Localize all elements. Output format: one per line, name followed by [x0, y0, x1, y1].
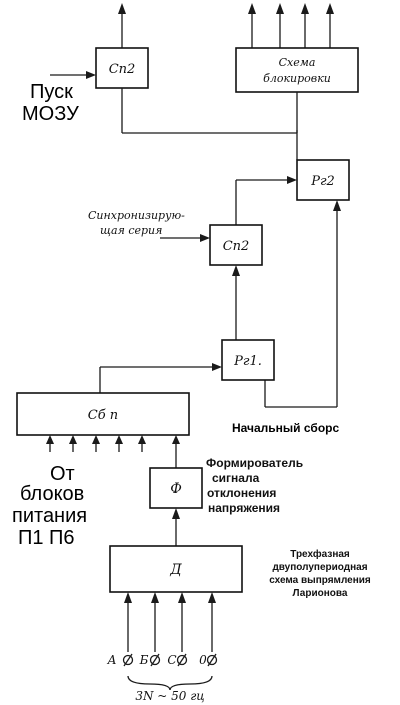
block-f-label: Ф — [170, 481, 182, 497]
block-sp2-mid — [209, 224, 263, 266]
phase-0-label: 0 — [199, 653, 207, 667]
former-label-1: Формирователь — [206, 456, 303, 470]
pusk-label-2: МОЗУ — [22, 103, 79, 125]
rectifier-label-4: Ларионова — [293, 588, 348, 599]
phase-a-label: А — [106, 653, 116, 667]
from-blocks-label-4: П1 П6 — [18, 527, 75, 549]
block-sbp-label: Сб п — [88, 408, 118, 423]
block-d — [109, 545, 243, 593]
supply-brace — [127, 675, 213, 691]
block-rg1-label: Рг1. — [233, 354, 262, 369]
former-label-3: отклонения — [207, 486, 276, 500]
block-sbp — [16, 392, 190, 436]
former-label-2: сигнала — [212, 471, 260, 485]
former-label-4: напряжения — [208, 501, 280, 515]
sp2-mid-to-rg2-wire — [235, 176, 297, 225]
block-rg2-label: Рг2 — [310, 174, 335, 189]
block-d-label: Д — [169, 562, 182, 578]
reset-label: Начальный сборс — [232, 421, 339, 435]
rg1-to-sp2-wire — [232, 265, 240, 340]
pusk-label-1: Пуск — [30, 81, 73, 103]
block-sp2-top — [95, 47, 149, 89]
block-sp2-top-label: Сп2 — [109, 62, 136, 77]
phase-c-label: С — [167, 653, 176, 667]
sync-label-2: щая серия — [100, 224, 162, 237]
rectifier-label-1: Трехфазная — [290, 548, 350, 560]
from-blocks-label-1: От — [50, 463, 75, 485]
power-block-inputs — [46, 435, 180, 468]
block-sp2-mid-label: Сп2 — [223, 239, 250, 254]
block-rg1 — [221, 339, 275, 381]
reset-wire — [264, 200, 341, 408]
d-to-f-wire — [172, 508, 180, 546]
top-output-arrows — [118, 3, 334, 48]
rectifier-label-2: двуполупериодная — [272, 562, 367, 573]
block-f — [149, 467, 203, 509]
rg2-to-top-wires — [121, 88, 298, 160]
block-blocking-label-2: блокировки — [263, 72, 331, 85]
from-blocks-label-2: блоков — [20, 483, 84, 505]
block-blocking-label-1: Схема — [279, 56, 316, 69]
block-blocking-scheme — [235, 47, 359, 93]
phase-input-wires — [124, 592, 216, 652]
rectifier-label-3: схема выпрямления — [269, 575, 371, 586]
phase-terminals — [122, 653, 218, 667]
sbp-to-rg1-wire — [99, 363, 222, 393]
supply-label: 3N ~ 50 гц — [135, 689, 204, 703]
pusk-input-arrow — [50, 71, 96, 79]
from-blocks-label-3: питания — [12, 505, 87, 527]
sync-input-arrow — [160, 234, 210, 242]
phase-b-label: Б — [139, 653, 149, 667]
sync-label-1: Синхронизирую- — [88, 209, 185, 222]
